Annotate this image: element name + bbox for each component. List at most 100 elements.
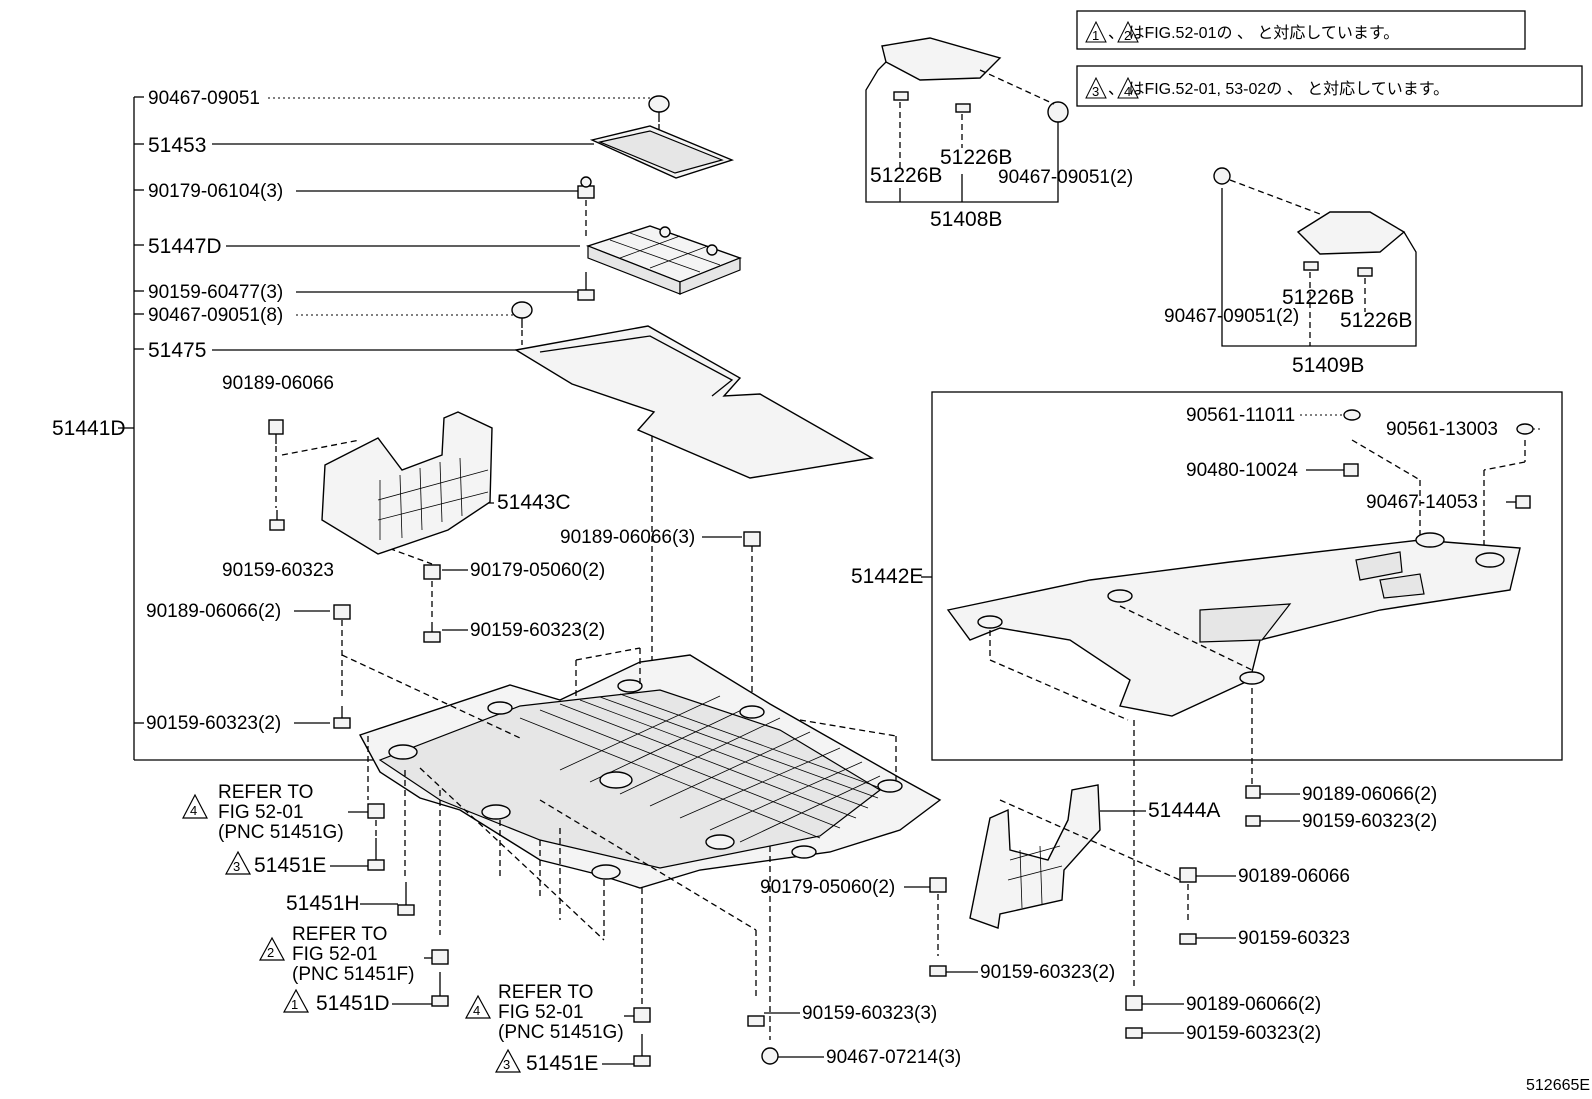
svg-text:4: 4 bbox=[190, 803, 197, 818]
label-51226B-d: 51226B bbox=[1340, 309, 1412, 332]
label-51444A: 51444A bbox=[1148, 799, 1220, 822]
label-90159-60323-b: 90159-60323 bbox=[1238, 928, 1350, 949]
svg-text:(PNC 51451G): (PNC 51451G) bbox=[498, 1022, 624, 1043]
refer-2: 2 REFER TO FIG 52-01 (PNC 51451F) bbox=[258, 924, 449, 985]
label-90189-06066-2c: 90189-06066(2) bbox=[1186, 994, 1321, 1015]
clip-icon bbox=[1047, 101, 1069, 123]
bolt-51451E-b: 3 51451E bbox=[494, 1034, 651, 1075]
label-90159-60323-2b: 90159-60323(2) bbox=[146, 713, 281, 734]
label-51226B-b: 51226B bbox=[870, 164, 942, 187]
part-51444A-cover bbox=[969, 784, 1101, 929]
clip-icon bbox=[268, 419, 284, 444]
svg-text:REFER TO: REFER TO bbox=[498, 982, 593, 1003]
part-51447D-bracket bbox=[585, 225, 742, 295]
clip-icon bbox=[1303, 261, 1319, 271]
bolt-icon bbox=[269, 510, 285, 531]
label-51451E-a: 51451E bbox=[254, 854, 326, 877]
svg-text:FIG 52-01: FIG 52-01 bbox=[498, 1002, 584, 1023]
part-51409B-group bbox=[1213, 167, 1417, 347]
bracket-51441D bbox=[118, 96, 380, 761]
label-90561-13003: 90561-13003 bbox=[1386, 419, 1498, 440]
svg-text:4: 4 bbox=[473, 1003, 480, 1018]
svg-text:3: 3 bbox=[503, 1057, 510, 1072]
bolt-icon bbox=[929, 965, 947, 977]
triangle-4-icon bbox=[464, 994, 492, 1019]
washer-icon bbox=[1343, 409, 1361, 421]
label-90467-07214: 90467-07214(3) bbox=[826, 1047, 961, 1068]
label-90179-06104: 90179-06104(3) bbox=[148, 181, 283, 202]
nut-icon bbox=[1343, 463, 1359, 477]
svg-text:1: 1 bbox=[1092, 28, 1099, 43]
label-90189-06066-2b: 90189-06066(2) bbox=[1302, 784, 1437, 805]
bolt-icon bbox=[747, 1015, 765, 1027]
label-90561-11011: 90561-11011 bbox=[1186, 405, 1295, 426]
clip-icon bbox=[893, 91, 909, 101]
svg-text:(PNC 51451G): (PNC 51451G) bbox=[218, 822, 344, 843]
triangle-3-icon bbox=[224, 850, 252, 875]
svg-text:(PNC 51451F): (PNC 51451F) bbox=[292, 964, 415, 985]
part-51441D-main-cover bbox=[358, 654, 942, 889]
bolt-icon bbox=[1245, 815, 1261, 827]
label-51451E-b: 51451E bbox=[526, 1052, 598, 1075]
bolt-51451D: 1 51451D bbox=[282, 972, 449, 1015]
clip-icon bbox=[1179, 867, 1197, 883]
label-90467-09051-8: 90467-09051(8) bbox=[148, 305, 283, 326]
triangle-3-icon bbox=[1085, 76, 1107, 99]
label-51408B: 51408B bbox=[930, 208, 1002, 231]
svg-text:3: 3 bbox=[1092, 84, 1099, 99]
label-90189-06066-3: 90189-06066(3) bbox=[560, 527, 695, 548]
label-51447D: 51447D bbox=[148, 235, 222, 258]
bolt-51451E-a: 3 51451E bbox=[224, 838, 385, 877]
svg-text:REFER TO: REFER TO bbox=[218, 782, 313, 803]
label-90189-06066-b: 90189-06066 bbox=[1238, 866, 1350, 887]
clip-icon bbox=[511, 301, 533, 328]
note-1-text: 、 はFIG.52-01の 、 と対応しています。 bbox=[1108, 24, 1399, 42]
svg-text:1: 1 bbox=[291, 997, 298, 1012]
label-90159-60477: 90159-60477(3) bbox=[148, 282, 283, 303]
svg-text:3: 3 bbox=[233, 859, 240, 874]
note-box-2: 3 4 、 はFIG.52-01, 53-02の 、 と対応しています。 bbox=[1076, 65, 1583, 107]
label-90467-09051-2b: 90467-09051(2) bbox=[1164, 306, 1299, 327]
bolt-icon bbox=[577, 272, 595, 301]
note-box-1: 1 2 、 はFIG.52-01の 、 と対応しています。 bbox=[1076, 10, 1526, 50]
label-90189-06066-a: 90189-06066 bbox=[222, 373, 334, 394]
svg-text:FIG 52-01: FIG 52-01 bbox=[218, 802, 304, 823]
cover-grid bbox=[519, 693, 887, 843]
label-51441D: 51441D bbox=[52, 417, 126, 440]
label-90159-60323-2d: 90159-60323(2) bbox=[980, 962, 1115, 983]
label-51453: 51453 bbox=[148, 134, 206, 157]
bolt-icon bbox=[333, 706, 351, 729]
label-51475: 51475 bbox=[148, 339, 206, 362]
label-51226B-c: 51226B bbox=[1282, 286, 1354, 309]
label-90179-05060-b: 90179-05060(2) bbox=[760, 877, 895, 898]
fastener-clip-icon bbox=[648, 95, 670, 122]
bolt-icon bbox=[1179, 933, 1197, 945]
label-90159-60323-a: 90159-60323 bbox=[222, 560, 334, 581]
part-51442E-cover bbox=[946, 532, 1521, 717]
svg-text:2: 2 bbox=[1124, 28, 1131, 43]
clip-icon bbox=[761, 1047, 779, 1065]
bolt-icon bbox=[1125, 1027, 1143, 1039]
clip-icon bbox=[1515, 495, 1531, 509]
label-51226B-a: 51226B bbox=[940, 146, 1012, 169]
triangle-4-icon bbox=[1117, 76, 1139, 99]
clip-icon bbox=[333, 604, 351, 620]
bolt-icon bbox=[423, 622, 441, 643]
triangle-4-icon bbox=[182, 793, 208, 819]
bolt-51451H: 51451H bbox=[286, 882, 415, 916]
svg-text:REFER TO: REFER TO bbox=[292, 924, 387, 945]
label-90467-09051: 90467-09051 bbox=[148, 88, 260, 109]
label-90189-06066-2a: 90189-06066(2) bbox=[146, 601, 281, 622]
nut-icon bbox=[423, 564, 441, 580]
label-51442E: 51442E bbox=[851, 565, 923, 588]
svg-text:2: 2 bbox=[267, 945, 274, 960]
part-51408B-group bbox=[865, 37, 1069, 203]
triangle-1-icon bbox=[282, 988, 310, 1013]
label-90159-60323-3: 90159-60323(3) bbox=[802, 1003, 937, 1024]
label-90159-60323-2e: 90159-60323(2) bbox=[1186, 1023, 1321, 1044]
part-51453-plate bbox=[589, 125, 735, 179]
nut-icon bbox=[577, 176, 595, 199]
triangle-2-icon bbox=[258, 936, 286, 961]
clip-icon bbox=[1125, 995, 1143, 1011]
